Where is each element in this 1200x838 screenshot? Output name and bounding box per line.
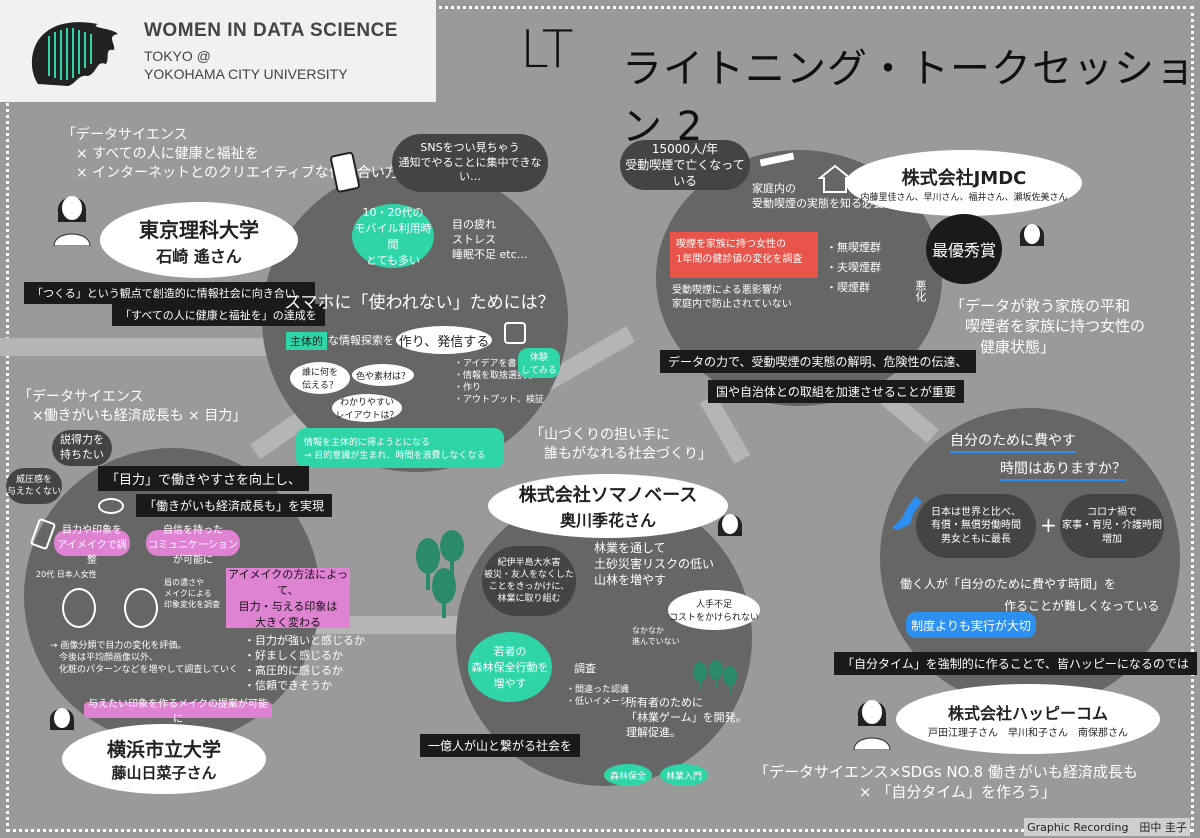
phone-icon	[330, 151, 360, 193]
sumai-teal-b: 林業入門	[660, 764, 708, 786]
header-panel: WOMEN IN DATA SCIENCE TOKYO @ YOKOHAMA C…	[0, 0, 436, 102]
sumai-speaker: 奥川季花さん	[559, 511, 656, 530]
happy-blue-box: 制度よりも実行が大切	[906, 612, 1036, 638]
japan-map-icon	[892, 496, 922, 530]
jmdc-count-cloud: 15000人/年 受動喫煙で亡くなっている	[620, 140, 750, 190]
happy-japan-cloud: 日本は世界と比べ、 有償・無償労働時間 男女ともに最長	[916, 494, 1036, 558]
jmdc-company: 株式会社JMDC	[901, 167, 1027, 189]
tus-q2: 色や素材は？	[352, 364, 414, 386]
tree-icon	[693, 660, 737, 694]
sumai-labor-cloud: 人手不足 コストをかけられない	[668, 590, 760, 630]
tus-create-box: 作り、発信する	[396, 326, 492, 354]
happy-blk: 「自分タイム」を強制的に作ることで、皆ハッピーになるのでは	[834, 652, 1197, 675]
person-icon	[717, 514, 743, 536]
yokohama-speaker-ellipse: 横浜市立大学 藤山日菜子さん	[62, 724, 266, 794]
happy-plus: +	[1040, 513, 1057, 537]
yokohama-items: ・目力が強いと感じるか ・好ましく感じるか ・高圧的に感じるか ・信頼できそうか	[244, 634, 365, 692]
sumai-forest-text: 林業を通して 土砂災害リスクの低い 山林を増やす	[594, 541, 715, 588]
wids-logo-icon	[31, 22, 118, 86]
org-subtitle-line1: TOKYO @	[144, 48, 211, 64]
face-icon	[62, 588, 96, 628]
person-icon	[49, 708, 75, 730]
tus-speaker: 石崎 遙さん	[156, 246, 242, 266]
happy-corona-cloud: コロナ禍で 家事・育児・介護時間 増加	[1060, 494, 1164, 558]
yokohama-pink-strip: 与えたい印象を作るメイクの提案が可能に	[84, 699, 272, 725]
camera-icon	[504, 322, 526, 344]
jmdc-quote: 「データが救う家族の平和 喫煙者を家族に持つ女性の 健康状態」	[950, 297, 1146, 356]
yokohama-cloud2: 威圧感を 与えたくない	[6, 468, 62, 504]
yokohama-line2: 「働きがいも経済成長も」を実現	[136, 494, 333, 517]
jmdc-red-box: 喫煙を家族に持つ女性の 1年間の健診値の変化を調査	[670, 232, 818, 278]
sumai-teal-a: 森林保全	[604, 764, 652, 786]
jmdc-award: 最優秀賞	[926, 214, 1002, 284]
sumai-know-cloud: なかなか 進んでいない	[632, 626, 680, 646]
tus-time-teal: 10・20代の モバイル利用時間 とても多い	[352, 204, 434, 268]
person-icon	[1019, 224, 1045, 246]
person-icon	[853, 700, 891, 750]
org-subtitle-line2: YOKOHAMA CITY UNIVERSITY	[144, 66, 348, 82]
sumai-survey: 調査	[574, 662, 596, 675]
sumai-game: 所有者のために 「林業ゲーム」を開発。 理解促進。	[626, 696, 747, 739]
happy-q2: 時間はありますか？	[1000, 460, 1126, 481]
happy-company-ellipse: 株式会社ハッピーコム 戸田江理子さん 早川和子さん 南保那さん	[896, 684, 1160, 754]
tus-university: 東京理科大学	[139, 217, 259, 242]
sumai-blk: 一億人が山と繋がる社会を	[420, 734, 581, 757]
tus-bottom-teal: 情報を主体的に得ようとになる → 目的意識が生まれ、時間を浪費しなくなる	[296, 428, 504, 468]
face-icon	[124, 588, 158, 628]
yokohama-study: 20代 日本人女性	[36, 570, 97, 579]
sns-cloud: SNSをつい見ちゃう 通知でやることに集中できない…	[392, 134, 548, 192]
jmdc-company-ellipse: 株式会社JMDC 内藤里佳さん、早川さん、福井さん、瀬坂佐美さん	[846, 150, 1082, 216]
sumai-survey-items: ・間違った認識 ・低いイメージ	[566, 685, 630, 708]
tus-note2: 「すべての人に健康と福祉を」の達成を	[112, 304, 325, 326]
tus-speaker-ellipse: 東京理科大学 石崎 遙さん	[100, 202, 298, 278]
tus-active-label: 主体的	[286, 332, 327, 350]
yokohama-pink-big: アイメイクの方法によって、 目力・与える印象は 大きく変わる	[226, 568, 350, 629]
tus-symptoms: 目の疲れ ストレス 睡眠不足 etc…	[452, 218, 528, 261]
tus-q1: 誰に何を 伝える？	[290, 362, 350, 394]
eye-icon	[98, 498, 124, 514]
sumai-company: 株式会社ソマノベース	[518, 485, 698, 506]
yokohama-contrast: 眉の濃さや メイクによる 印象変化を調査	[164, 578, 220, 609]
sumai-teal-circle: 若者の 森林保全行動を 増やす	[468, 632, 552, 702]
yokohama-speaker: 藤山日菜子さん	[111, 764, 217, 782]
tus-headline: スマホに「使われない」ためには？	[284, 293, 555, 313]
sumai-kii-cloud: 紀伊半島大水害 被災・友人をなくした ことをきっかけに、 林業に取り組む	[482, 546, 576, 616]
jmdc-names: 内藤里佳さん、早川さん、福井さん、瀬坂佐美さん	[860, 192, 1068, 203]
jmdc-blk2: 国や自治体との取組を加速させることが重要	[708, 380, 964, 403]
yokohama-cloud1: 説得力を 持ちたい	[52, 430, 112, 466]
happy-line1: 働く人が「自分のために費やす時間」を	[900, 577, 1117, 591]
tus-active-text: な情報探索を →	[328, 334, 407, 347]
sumai-quote: 「山づくりの担い手に 誰もがなれる社会づくり」	[530, 427, 712, 462]
happy-q1: 自分のために費やす	[950, 432, 1076, 453]
happy-quote: 「データサイエンス×SDGs NO.8 働きがいも経済成長も × 「自分タイム」…	[754, 763, 1138, 802]
jmdc-red-line: 受動喫煙による悪影響が 家庭内で防止されていない	[672, 285, 792, 310]
happy-names: 戸田江理子さん 早川和子さん 南保那さん	[928, 727, 1128, 739]
jmdc-family: 家庭内の 受動喫煙の実態を知る必要	[752, 182, 884, 210]
session-title: ライトニング・トークセッション 2	[622, 46, 1196, 150]
happy-line2: 作ることが難しくなっている	[1004, 599, 1160, 613]
person-icon	[53, 196, 91, 246]
footer-credit: Graphic Recording 田中 圭子	[1024, 818, 1190, 836]
jmdc-groups: ・無喫煙群 ・夫喫煙群 ・喫煙群	[826, 241, 881, 294]
org-title: WOMEN IN DATA SCIENCE	[144, 20, 398, 41]
yokohama-pink1: 目力や印象を アイメイクで調整	[54, 525, 130, 566]
lt-mark: LT	[520, 20, 574, 80]
yokohama-quote: 「データサイエンス ×働きがいも経済成長も × 目力」	[18, 389, 247, 424]
tus-steps: ・アイデアを書き、 ・情報を取捨選択し ・作り ・アウトプット、検証	[454, 359, 544, 406]
sumai-company-ellipse: 株式会社ソマノベース 奥川季花さん	[488, 474, 728, 538]
yokohama-pink2: 自信を持った コミュニケーションが可能に	[146, 525, 240, 566]
yokohama-line1: 「目力」で働きやすさを向上し、	[98, 466, 310, 491]
happy-company: 株式会社ハッピーコム	[947, 703, 1108, 723]
jmdc-blk1: データの力で、受動喫煙の実態の解明、危険性の伝達、	[660, 350, 976, 373]
tus-q3: わかりやすい レイアウトは？	[332, 394, 402, 422]
tree-icon	[416, 530, 464, 618]
jmdc-worse: 悪化	[913, 280, 927, 302]
tus-note1: 「つくる」という観点で創造的に情報社会に向き合い、	[24, 282, 315, 304]
yokohama-analysis: → 画像分類で目力の変化を評価。 今後は平均顔画像以外、 化粧のパターンなどを増…	[50, 641, 239, 676]
yokohama-university: 横浜市立大学	[106, 739, 221, 761]
tus-exp-badge: 体験 してみる	[518, 348, 560, 378]
